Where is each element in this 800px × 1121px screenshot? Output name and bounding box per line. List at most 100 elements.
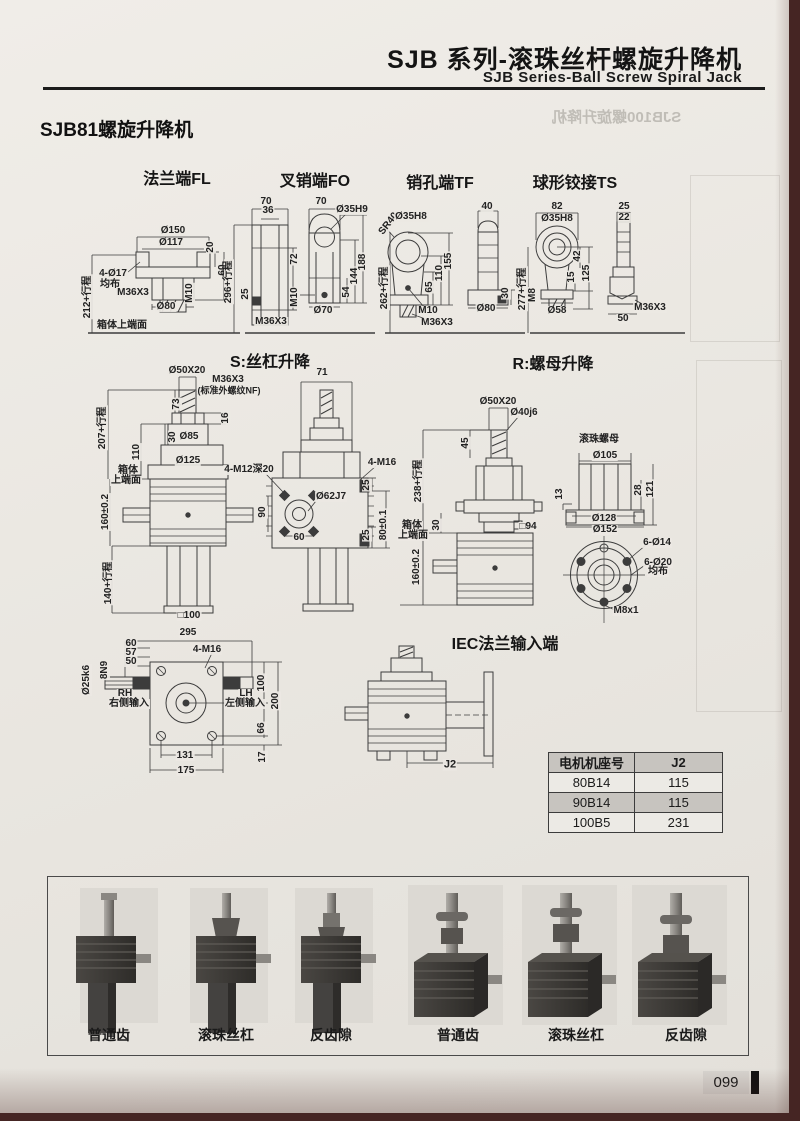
dim-label: 4-M12深20 <box>223 464 275 475</box>
dim-label: M8 <box>527 287 538 303</box>
photo-label: 滚珠丝杠 <box>198 1027 254 1043</box>
dim-label: Ø85 <box>178 431 200 442</box>
dim-label: 6-Ø20 <box>643 557 673 568</box>
dim-label: Ø40j6 <box>509 407 539 418</box>
dim-label: 30 <box>431 518 442 532</box>
dim-label: Ø80 <box>155 301 177 312</box>
dim-label: Ø35H9 <box>335 204 369 215</box>
dim-label: M10 <box>184 282 195 304</box>
dim-label: 82 <box>550 201 564 212</box>
dim-label: Ø25k6 <box>81 663 92 697</box>
dim-label: 上端面 <box>397 530 429 541</box>
dim-label: 200 <box>270 691 281 711</box>
dim-label: 110 <box>131 442 142 462</box>
drawing-s-front-view <box>107 376 284 614</box>
drawing-title-iec-input: IEC法兰输入端 <box>451 636 559 653</box>
dim-label: 57 <box>124 647 138 658</box>
dim-label: 238+行程 <box>413 458 424 504</box>
dim-label: 70 <box>314 196 328 207</box>
photo-jack-normal-gear-1 <box>76 888 158 1033</box>
dim-label: 45 <box>460 436 471 450</box>
dim-label: 277+行程 <box>517 266 528 312</box>
dim-label: 25 <box>361 478 372 492</box>
dim-label: 22 <box>617 212 631 223</box>
dim-label: 均布 <box>99 279 121 290</box>
dim-label: 131 <box>175 750 195 761</box>
drawing-title-pin-hole-end: 销孔端TF <box>406 175 474 192</box>
dim-label: 175 <box>176 765 196 776</box>
photo-label: 普通齿 <box>88 1027 130 1043</box>
photo-label: 反齿隙 <box>665 1027 707 1043</box>
dim-label: Ø62J7 <box>314 491 348 502</box>
photo-jack-anti-backlash-1 <box>295 888 376 1033</box>
dim-label: Ø128 <box>590 513 618 524</box>
table-cell: 115 <box>634 772 723 793</box>
dim-label: LH <box>238 688 254 699</box>
dim-label: 50 <box>124 656 138 667</box>
dim-label: Ø80 <box>475 303 497 314</box>
dim-label: 上端面 <box>110 475 142 486</box>
dim-label: Ø152 <box>591 524 619 535</box>
dim-label: □94 <box>518 521 538 532</box>
dim-label: 295 <box>178 627 198 638</box>
dim-label: 140+行程 <box>103 560 114 606</box>
drawing-r-flange-circle-view <box>563 536 649 623</box>
dim-label: J2 <box>442 758 458 771</box>
dim-label: M36X3 <box>254 316 288 327</box>
dim-label: 73 <box>171 397 182 411</box>
dim-label: 右侧输入 <box>108 698 150 709</box>
dim-label: 13 <box>554 487 565 501</box>
dim-label: 36 <box>261 205 275 216</box>
dim-label: 滚珠螺母 <box>578 434 620 445</box>
dim-label: 100 <box>256 673 267 693</box>
dim-label: 296+行程 <box>223 259 234 305</box>
drawing-ts-ball-joint <box>527 211 685 334</box>
dim-label: Ø50X20 <box>478 396 518 407</box>
dim-label: 65 <box>424 280 435 294</box>
dim-label: 6-Ø14 <box>642 537 672 548</box>
dim-label: Ø117 <box>158 237 184 248</box>
dim-label: □100 <box>176 610 202 621</box>
product-photos <box>76 885 727 1033</box>
drawing-r-front-view <box>400 407 543 606</box>
dim-label: 箱体 <box>401 520 423 531</box>
table-header-j2: J2 <box>634 752 723 773</box>
table-row: 90B14 115 <box>548 792 723 813</box>
dim-label: 4-Ø17 <box>98 268 128 279</box>
dim-label: Ø35H8 <box>394 211 428 222</box>
dim-label: Ø125 <box>174 455 202 466</box>
dim-label: 17 <box>257 750 268 764</box>
drawing-title-ball-joint: 球形铰接TS <box>532 175 618 192</box>
photo-jack-anti-backlash-2 <box>632 885 727 1025</box>
drawing-tf-pin-hole-end <box>383 210 525 334</box>
dim-label: 262+行程 <box>379 265 390 311</box>
photo-label: 滚珠丝杠 <box>548 1027 604 1043</box>
table-row: 100B5 231 <box>548 812 723 833</box>
product-photo-box <box>47 876 749 1056</box>
photo-jack-ball-screw-2 <box>522 885 617 1025</box>
dim-label: 箱体 <box>117 465 139 476</box>
dim-label: 25 <box>240 287 251 301</box>
dim-label: Ø150 <box>159 225 187 236</box>
page-title-en: SJB Series-Ball Screw Spiral Jack <box>482 69 742 86</box>
page-title-zh: SJB 系列-滚珠丝杆螺旋升降机 <box>387 46 742 74</box>
dim-label: 207+行程 <box>97 405 108 451</box>
dim-label: 121 <box>645 479 656 499</box>
table-cell: 231 <box>634 812 723 833</box>
dim-label: 155 <box>443 251 454 271</box>
dim-label: M36X3 <box>420 317 454 328</box>
dim-label: 箱体上端面 <box>96 320 148 331</box>
table-cell: 100B5 <box>548 812 635 833</box>
dim-label: 71 <box>315 367 329 378</box>
dim-label: 40 <box>480 201 494 212</box>
photo-jack-normal-gear-2 <box>408 885 503 1025</box>
dim-label: 70 <box>259 196 273 207</box>
dim-label: 60 <box>292 532 306 543</box>
dim-label: 160±0.2 <box>411 547 422 587</box>
drawing-title-nut-lift: R:螺母升降 <box>512 356 594 373</box>
dim-label: 4-M16 <box>366 457 398 468</box>
dim-label: M10 <box>289 286 300 308</box>
dim-label: 80±0.1 <box>378 508 389 542</box>
dim-label: Ø105 <box>591 450 619 461</box>
